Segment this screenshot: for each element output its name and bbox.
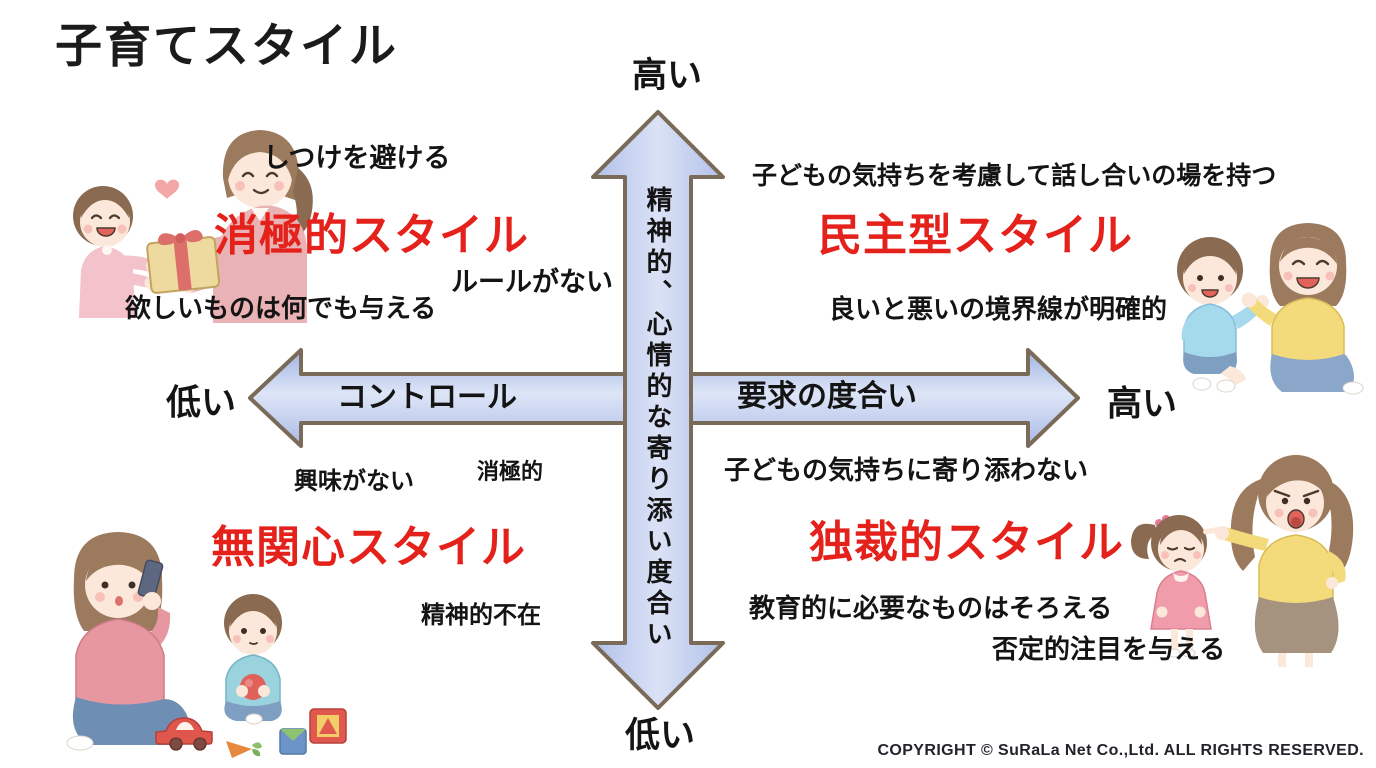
toy-car-icon — [155, 717, 213, 751]
vertical-axis-label: 精神的、心情的な寄り添い度合い — [643, 186, 673, 651]
mother-figure — [1241, 223, 1364, 395]
uninvolved-note-passive: 消極的 — [477, 459, 544, 484]
passive-note-give-anything: 欲しいものは何でも与える — [125, 293, 437, 323]
boy-figure — [1177, 237, 1269, 393]
authoritarian-note-negative-attention: 否定的注目を与える — [992, 634, 1226, 664]
pointing-finger — [1203, 527, 1221, 535]
vertical-axis-bottom-label: 低い — [624, 716, 696, 755]
horizontal-axis-right-segment-label: 要求の度合い — [737, 380, 917, 413]
uninvolved-note-mentally-absent: 精神的不在 — [421, 602, 541, 629]
authoritarian-note-provides-educational-needs: 教育的に必要なものはそろえる — [749, 593, 1113, 623]
girl-figure — [73, 186, 160, 318]
passive-style-heading: 消極的スタイル — [214, 211, 529, 260]
authoritarian-note-not-empathetic: 子どもの気持ちに寄り添わない — [724, 455, 1089, 485]
illustration-mother-giving-gift-to-girl — [73, 130, 313, 323]
passive-note-no-rules: ルールがない — [451, 267, 613, 297]
democratic-note-clear-boundaries: 良いと悪いの境界線が明確的 — [829, 294, 1168, 324]
copyright-notice: COPYRIGHT © SuRaLa Net Co.,Ltd. ALL RIGH… — [877, 742, 1364, 759]
illustration-mother-scolding-girl — [1131, 455, 1354, 667]
illustration-mother-on-phone-boy-playing — [66, 532, 347, 758]
toy-carrot-icon — [226, 741, 262, 758]
democratic-note-discussion: 子どもの気持ちを考慮して話し合いの場を持つ — [752, 162, 1277, 190]
gift-icon — [146, 230, 221, 294]
page-title: 子育てスタイル — [55, 19, 398, 72]
illustration-mother-talking-with-boy — [1177, 223, 1364, 395]
toy-block-red-icon — [309, 708, 347, 744]
uninvolved-note-no-interest: 興味がない — [294, 468, 414, 495]
horizontal-axis-right-label: 高い — [1106, 384, 1178, 424]
toy-block-green-icon — [279, 728, 307, 755]
vertical-axis-top-label: 高い — [631, 56, 703, 95]
boy-figure — [224, 594, 282, 725]
passive-note-avoid-discipline: しつけを避ける — [263, 143, 451, 173]
vertical-axis-arrow — [591, 110, 725, 710]
authoritarian-style-heading: 独裁的スタイル — [809, 518, 1124, 567]
girl-figure — [1131, 515, 1212, 658]
horizontal-axis-left-label: 低い — [165, 383, 237, 423]
mother-figure — [66, 532, 191, 751]
democratic-style-heading: 民主型スタイル — [818, 211, 1133, 260]
uninvolved-style-heading: 無関心スタイル — [211, 523, 526, 572]
heart-icon — [154, 179, 180, 199]
horizontal-axis-left-segment-label: コントロール — [337, 381, 517, 414]
mother-figure — [1203, 455, 1354, 667]
